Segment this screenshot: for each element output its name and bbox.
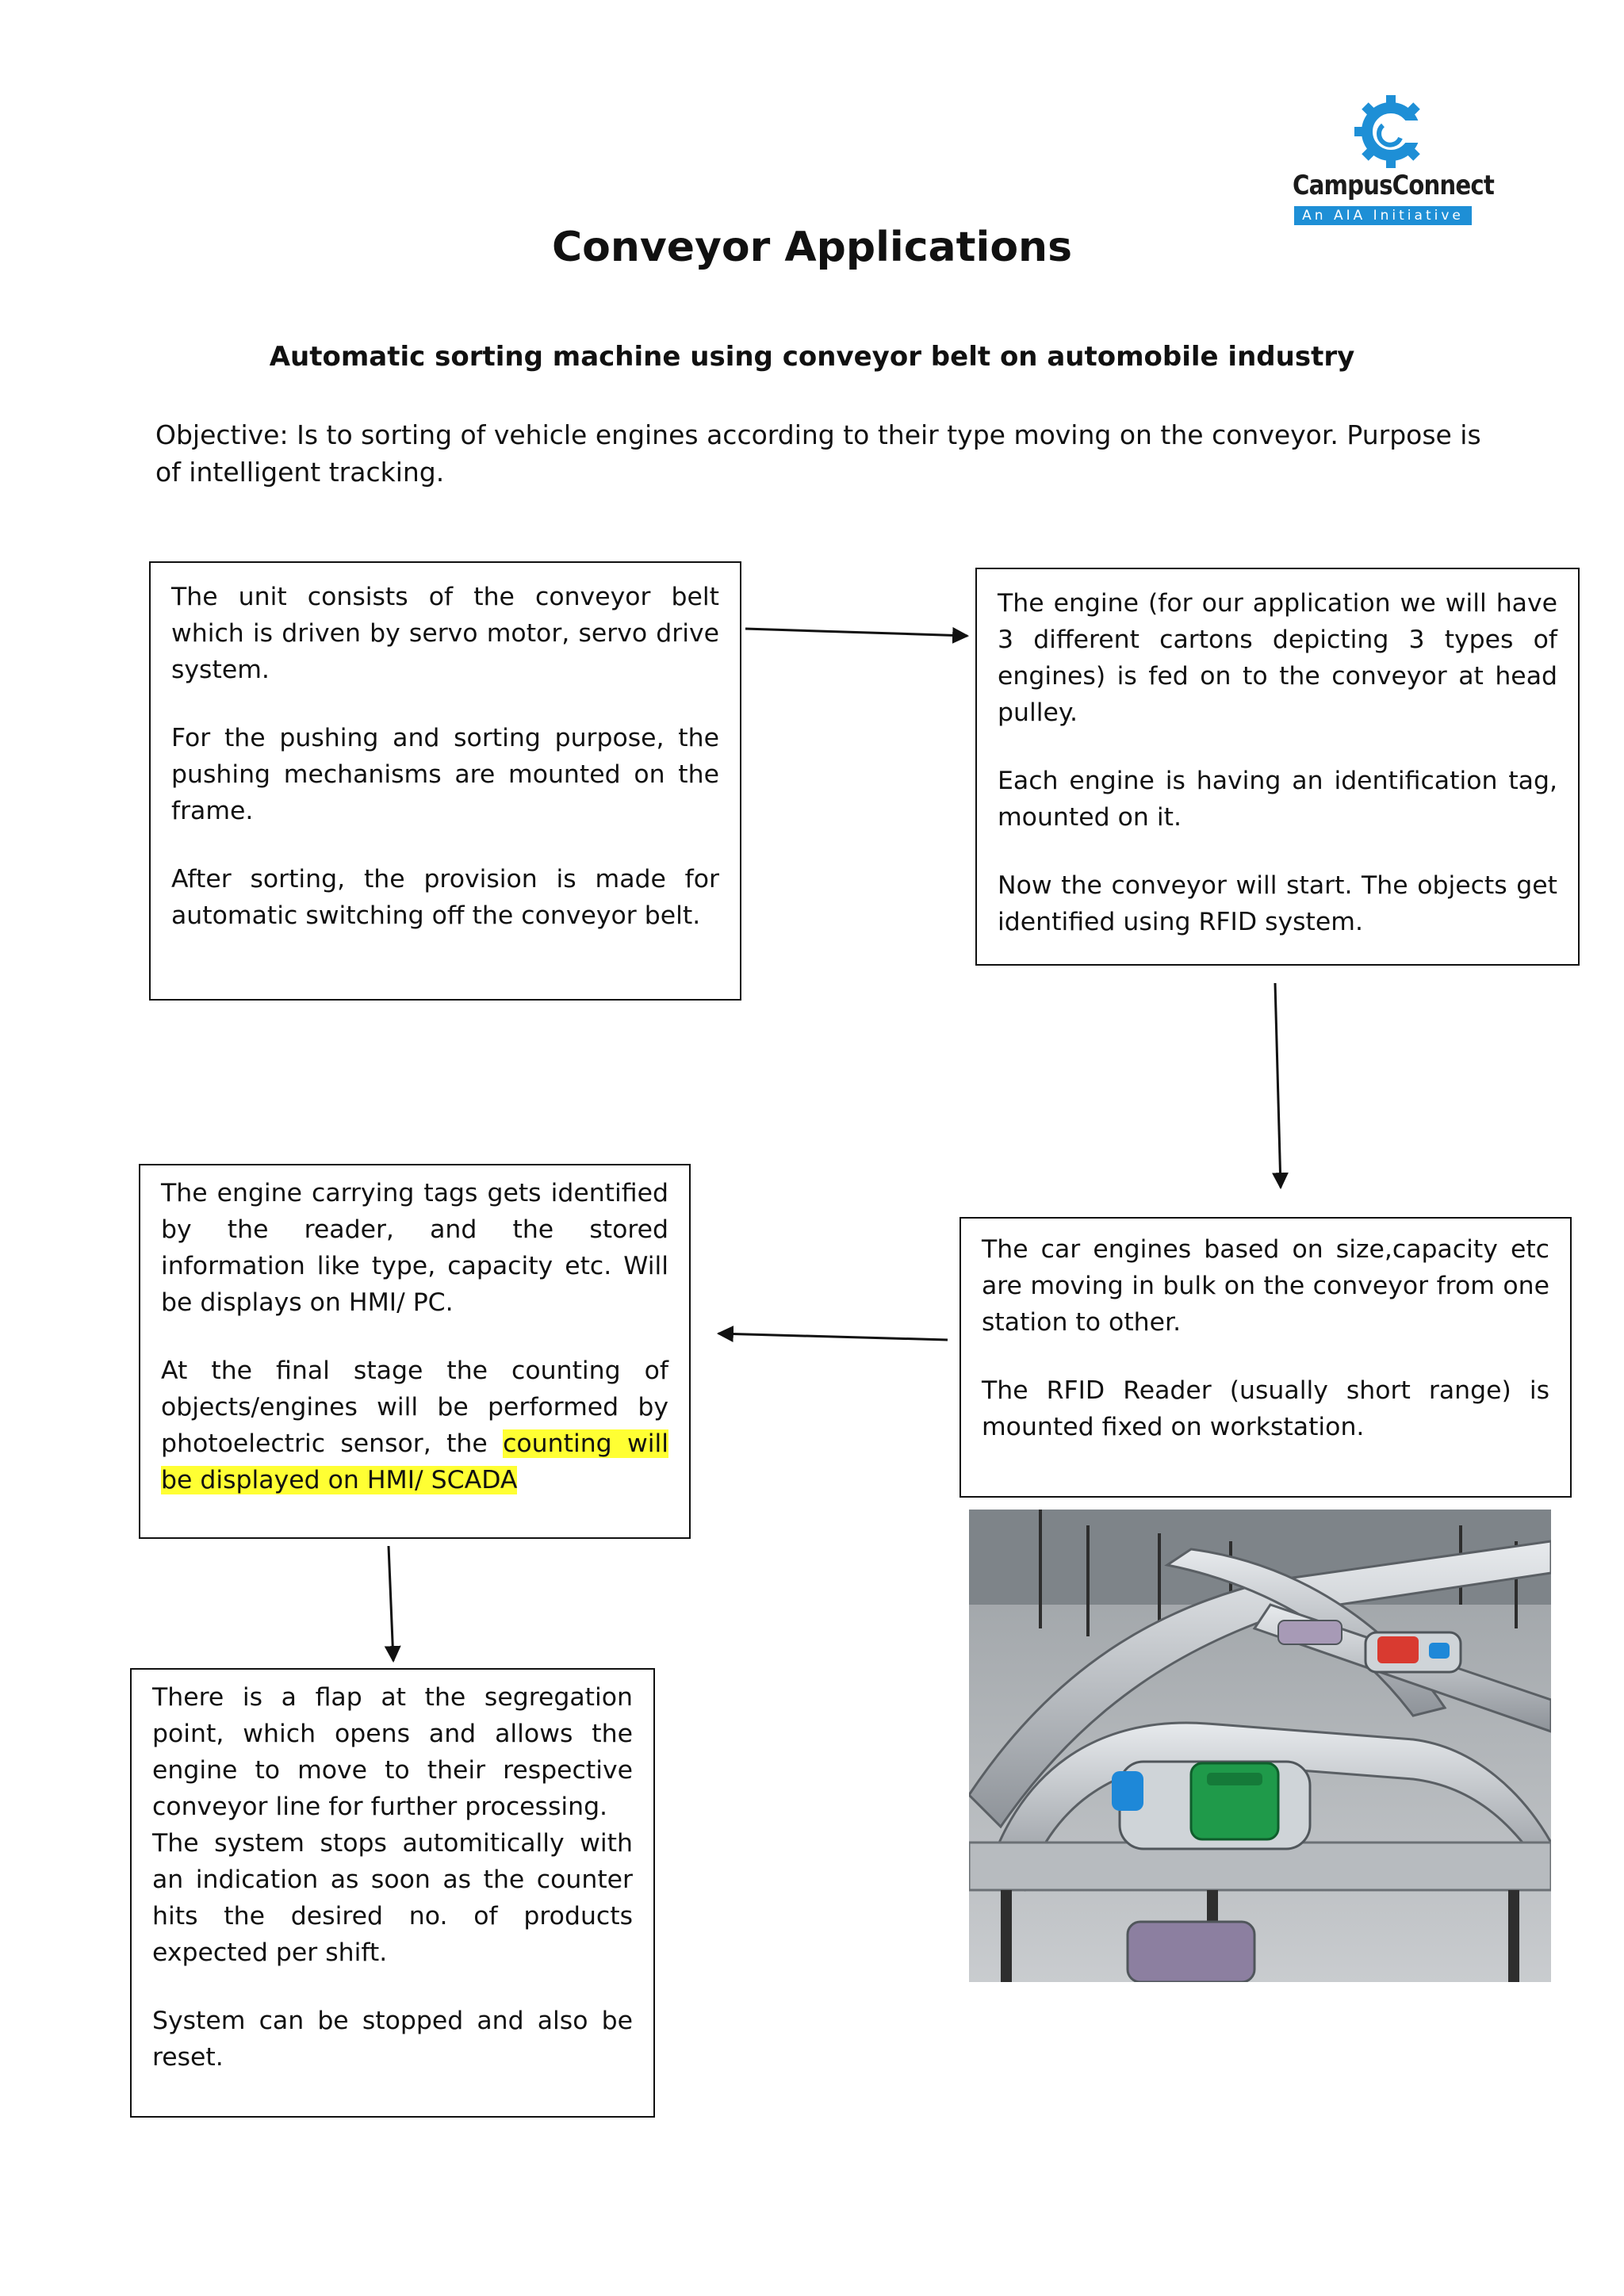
engine-paragraph-1: The engine (for our application we will … <box>998 585 1557 731</box>
objective-text: Objective: Is to sorting of vehicle engi… <box>155 416 1503 491</box>
conveyor-photo <box>969 1510 1551 1982</box>
flap-paragraph-3: System can be stopped and also be reset. <box>152 2003 633 2076</box>
unit-paragraph-2: For the pushing and sorting purpose, the… <box>171 720 719 829</box>
engine-feed-box: The engine (for our application we will … <box>975 568 1580 966</box>
engine-paragraph-3: Now the conveyor will start. The objects… <box>998 867 1557 940</box>
arrow-tags-to-flap <box>389 1546 393 1661</box>
bulk-paragraph-2: The RFID Reader (usually short range) is… <box>982 1372 1549 1445</box>
tags-paragraph-2: At the final stage the counting of objec… <box>161 1353 668 1498</box>
unit-description-box: The unit consists of the conveyor belt w… <box>149 561 741 1001</box>
gear-icon <box>1353 94 1429 170</box>
page-title: Conveyor Applications <box>0 224 1624 271</box>
arrow-bulk-to-tags <box>718 1334 948 1340</box>
arrow-engine-to-bulk <box>1275 983 1281 1188</box>
arrow-unit-to-engine <box>745 629 967 636</box>
tags-paragraph-1: The engine carrying tags gets identified… <box>161 1175 668 1321</box>
engine-paragraph-2: Each engine is having an identification … <box>998 763 1557 836</box>
campusconnect-logo: CampusConnect An AIA Initiative <box>1293 94 1483 228</box>
flap-paragraph-2: The system stops automitically with an i… <box>152 1825 633 1971</box>
flap-segregation-box: There is a flap at the segregation point… <box>130 1668 655 2118</box>
bulk-movement-box: The car engines based on size,capacity e… <box>959 1217 1572 1498</box>
unit-paragraph-1: The unit consists of the conveyor belt w… <box>171 579 719 688</box>
unit-paragraph-3: After sorting, the provision is made for… <box>171 861 719 934</box>
logo-name: CampusConnect <box>1293 170 1456 201</box>
tag-identification-box: The engine carrying tags gets identified… <box>139 1164 691 1539</box>
bulk-paragraph-1: The car engines based on size,capacity e… <box>982 1231 1549 1341</box>
logo-tagline: An AIA Initiative <box>1294 206 1472 225</box>
page-subtitle: Automatic sorting machine using conveyor… <box>0 341 1624 373</box>
flap-paragraph-1: There is a flap at the segregation point… <box>152 1679 633 1825</box>
